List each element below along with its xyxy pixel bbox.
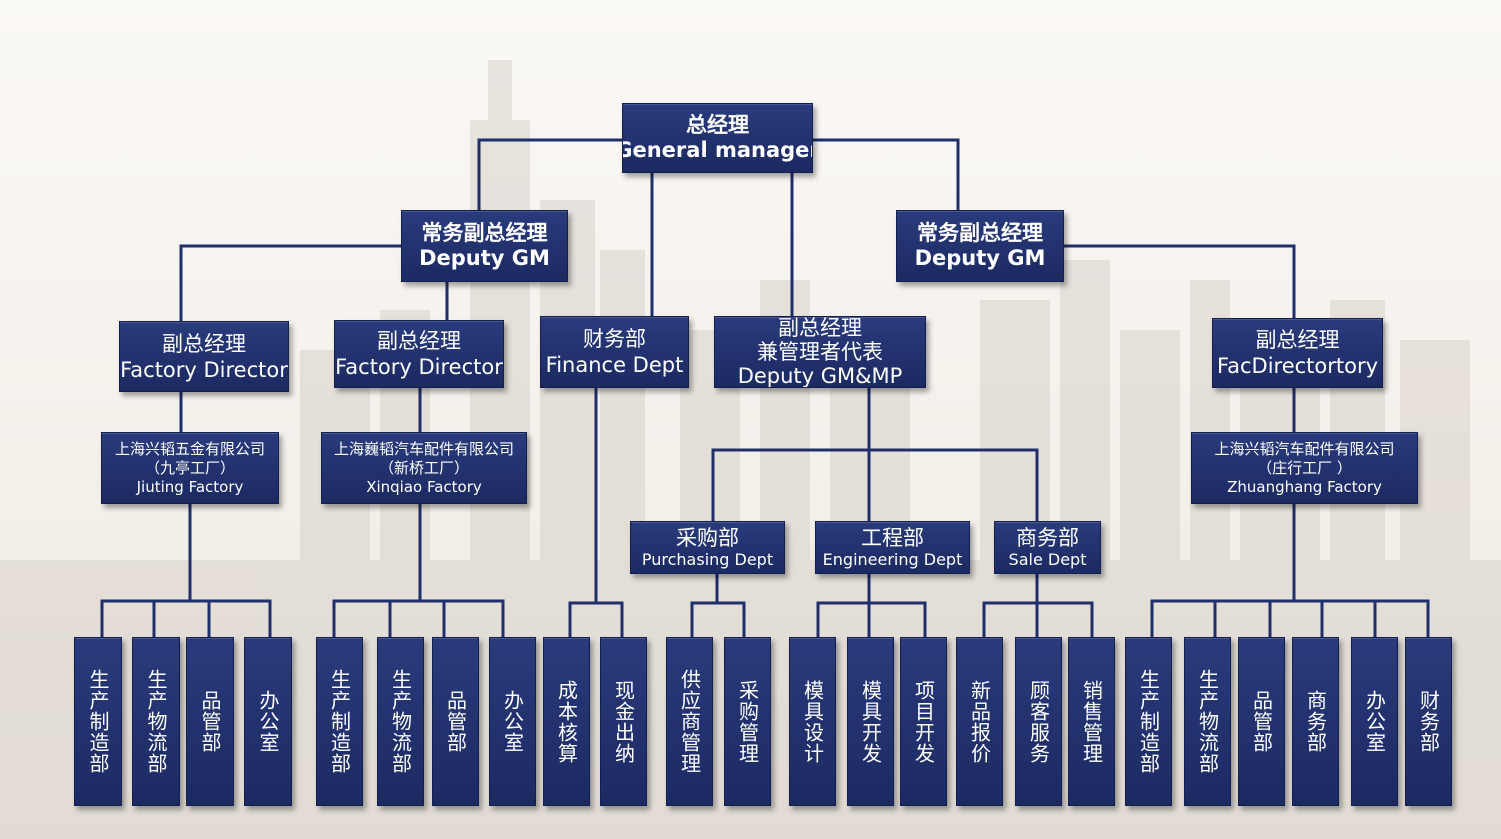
node-factory-jiuting-line1: 上海兴韬五金有限公司 [114,439,265,458]
node-director-xinqiao-en: Factory Director [335,355,503,379]
node-deputy-gm-right-en: Deputy GM [914,246,1046,270]
node-director-zhuanghang-en: FacDirectortory [1216,354,1379,378]
node-engineering-dept-en: Engineering Dept [822,549,963,569]
leaf-zhuanghang-logistics: 生产物流部 [1184,637,1231,806]
leaf-zhuanghang-quality: 品管部 [1238,637,1285,806]
leaf-jiuting-logistics: 生产物流部 [132,637,180,806]
node-factory-jiuting: 上海兴韬五金有限公司 （九亭工厂） Jiuting Factory [101,432,279,504]
node-factory-xinqiao-line1: 上海巍韬汽车配件有限公司 [333,439,514,458]
node-deputy-gm-mp-zh2: 兼管理者代表 [757,340,883,364]
node-factory-xinqiao-line2: （新桥工厂） [378,458,469,477]
connector-gm-left [477,138,624,212]
leaf-sales-management: 销售管理 [1068,637,1115,806]
leaf-cashier: 现金出纳 [600,637,647,806]
leaf-mold-design: 模具设计 [789,637,836,806]
connector-dl-jiuting [179,244,403,323]
node-director-jiuting: 副总经理 Factory Director [119,321,289,392]
node-director-zhuanghang: 副总经理 FacDirectortory [1212,318,1383,388]
node-factory-zhuanghang-line1: 上海兴韬汽车配件有限公司 [1214,439,1395,458]
leaf-new-product-quotation: 新品报价 [956,637,1003,806]
node-engineering-dept-zh: 工程部 [861,525,924,550]
node-general-manager-zh: 总经理 [686,113,749,137]
leaf-xinqiao-logistics: 生产物流部 [377,637,424,806]
node-purchasing-dept: 采购部 Purchasing Dept [630,521,785,574]
node-director-xinqiao-zh: 副总经理 [377,329,461,353]
node-engineering-dept: 工程部 Engineering Dept [815,521,970,574]
leaf-zhuanghang-production: 生产制造部 [1125,637,1172,806]
node-factory-xinqiao: 上海巍韬汽车配件有限公司 （新桥工厂） Xinqiao Factory [321,432,527,504]
node-purchasing-dept-zh: 采购部 [676,525,739,550]
node-general-manager: 总经理 General manager [622,103,813,173]
leaf-zhuanghang-business: 商务部 [1292,637,1339,806]
node-deputy-gm-mp-zh1: 副总经理 [778,316,862,340]
leaf-zhuanghang-office: 办公室 [1351,637,1398,806]
leaf-purchasing-management: 采购管理 [724,637,771,806]
node-deputy-gm-right-zh: 常务副总经理 [917,221,1043,245]
leaf-jiuting-office: 办公室 [244,637,292,806]
node-deputy-gm-left-en: Deputy GM [419,246,550,270]
leaf-cost-accounting: 成本核算 [543,637,590,806]
node-factory-xinqiao-line3: Xinqiao Factory [366,477,482,496]
leaf-jiuting-production: 生产制造部 [74,637,122,806]
node-finance-dept: 财务部 Finance Dept [540,316,689,388]
node-factory-jiuting-line3: Jiuting Factory [136,477,244,496]
leaf-xinqiao-office: 办公室 [489,637,536,806]
node-general-manager-en: General manager [622,138,813,162]
leaf-zhuanghang-finance: 财务部 [1405,637,1452,806]
node-deputy-gm-left: 常务副总经理 Deputy GM [401,210,568,282]
leaf-supplier-management: 供应商管理 [666,637,713,806]
node-factory-zhuanghang: 上海兴韬汽车配件有限公司 （庄行工厂 ） Zhuanghang Factory [1191,432,1418,504]
leaf-project-development: 项目开发 [900,637,947,806]
leaf-xinqiao-production: 生产制造部 [316,637,363,806]
node-deputy-gm-mp-en: Deputy GM&MP [737,364,903,388]
node-sale-dept-zh: 商务部 [1016,525,1079,550]
node-sale-dept: 商务部 Sale Dept [994,521,1101,574]
leaf-customer-service: 顾客服务 [1015,637,1062,806]
node-sale-dept-en: Sale Dept [1008,549,1087,569]
node-purchasing-dept-en: Purchasing Dept [641,549,774,569]
node-director-jiuting-en: Factory Director [120,357,288,382]
node-director-jiuting-zh: 副总经理 [162,331,246,356]
leaf-mold-development: 模具开发 [847,637,894,806]
node-factory-zhuanghang-line3: Zhuanghang Factory [1227,477,1382,496]
node-deputy-gm-left-zh: 常务副总经理 [421,221,548,245]
node-director-zhuanghang-zh: 副总经理 [1255,328,1340,352]
node-factory-zhuanghang-line2: （庄行工厂 ） [1257,458,1352,477]
node-deputy-gm-right: 常务副总经理 Deputy GM [896,210,1064,282]
leaf-xinqiao-quality: 品管部 [432,637,479,806]
node-director-xinqiao: 副总经理 Factory Director [334,320,504,388]
node-finance-dept-en: Finance Dept [545,353,684,377]
connector-gm-right [811,138,960,212]
node-deputy-gm-mp: 副总经理 兼管理者代表 Deputy GM&MP [714,316,926,388]
node-factory-jiuting-line2: （九亭工厂） [144,458,235,477]
connector-dr-zhuanghang [1062,244,1296,320]
leaf-jiuting-quality: 品管部 [186,637,234,806]
node-finance-dept-zh: 财务部 [583,327,646,351]
